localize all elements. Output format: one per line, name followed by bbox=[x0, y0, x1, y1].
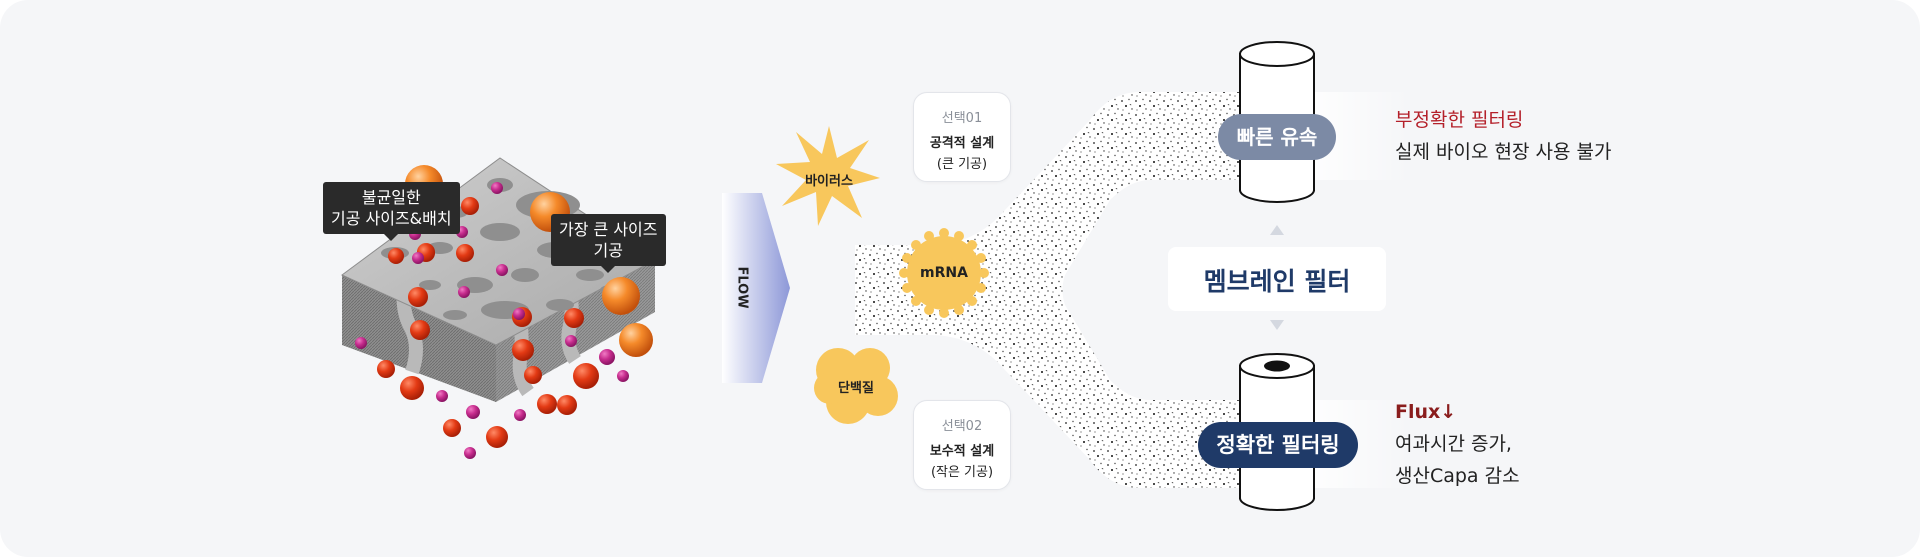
option-title: 보수적 설계 bbox=[929, 444, 995, 459]
option-title: 공격적 설계 bbox=[929, 136, 995, 151]
option-number: 선택02 bbox=[941, 419, 983, 434]
outcome-bottom-detail-line1: 여과시간 증가, bbox=[1395, 433, 1512, 455]
mrna-icon bbox=[899, 228, 989, 318]
option-card-aggressive: 선택01 공격적 설계 (큰 기공) bbox=[913, 92, 1011, 182]
virus-icon bbox=[776, 126, 880, 226]
up-arrow-icon bbox=[1270, 225, 1284, 235]
outcome-bottom-detail-line2: 생산Capa 감소 bbox=[1395, 465, 1520, 487]
protein-label: 단백질 bbox=[838, 381, 874, 396]
membrane-filter-label: 멤브레인 필터 bbox=[1203, 267, 1351, 296]
protein-icon bbox=[814, 348, 898, 424]
option-subtitle: (큰 기공) bbox=[936, 157, 988, 172]
tooltip-largest-line1: 가장 큰 사이즈 bbox=[559, 220, 658, 239]
option-number: 선택01 bbox=[941, 111, 983, 126]
outcome-bottom: Flux↓ 여과시간 증가, 생산Capa 감소 bbox=[1395, 396, 1520, 492]
tooltip-largest-line2: 기공 bbox=[593, 241, 623, 260]
outcome-top-detail: 실제 바이오 현장 사용 불가 bbox=[1395, 141, 1612, 163]
flow-label: FLOW bbox=[734, 266, 750, 309]
flow-arrow-icon bbox=[722, 193, 790, 383]
mrna-label: mRNA bbox=[920, 265, 968, 281]
outcome-top: 부정확한 필터링 실제 바이오 현장 사용 불가 bbox=[1395, 104, 1611, 168]
tooltip-uneven-line2: 기공 사이즈&배치 bbox=[331, 209, 452, 228]
tooltip-largest-pore: 가장 큰 사이즈 기공 bbox=[551, 214, 666, 273]
down-arrow-icon bbox=[1270, 320, 1284, 330]
tooltip-uneven-line1: 불균일한 bbox=[361, 188, 421, 207]
option-card-conservative: 선택02 보수적 설계 (작은 기공) bbox=[913, 400, 1011, 490]
accurate-filtering-badge: 정확한 필터링 bbox=[1198, 422, 1358, 468]
outcome-bottom-headline: Flux↓ bbox=[1395, 401, 1457, 423]
option-subtitle: (작은 기공) bbox=[930, 465, 994, 480]
tooltip-uneven-pores: 불균일한 기공 사이즈&배치 bbox=[323, 182, 460, 241]
outcome-top-headline: 부정확한 필터링 bbox=[1395, 109, 1524, 131]
virus-label: 바이러스 bbox=[805, 174, 853, 189]
fast-flow-badge: 빠른 유속 bbox=[1218, 114, 1336, 160]
filter-cylinder-bottom-icon bbox=[1239, 353, 1315, 511]
center-label-panel bbox=[1168, 247, 1386, 311]
